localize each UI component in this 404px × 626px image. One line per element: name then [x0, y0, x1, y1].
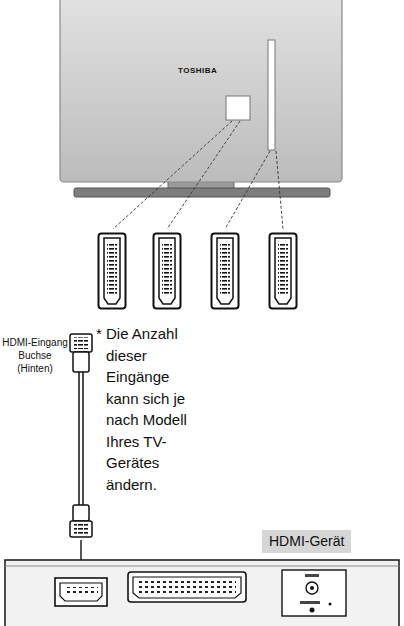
- panel-marking: [305, 574, 319, 577]
- tv-body: [60, 0, 342, 182]
- hdmi-port-icon: [154, 234, 181, 309]
- tv-side-slot: [268, 40, 275, 150]
- plug-body: [73, 505, 89, 521]
- tv-back: TOSHIBA: [60, 0, 342, 182]
- cable-wire: [82, 372, 84, 505]
- hdmi-cable: [70, 334, 92, 574]
- device-panel: [282, 570, 346, 616]
- hdmi-port-icon: [99, 234, 126, 309]
- leader-lines: [113, 121, 283, 229]
- hdmi-port-icon: [212, 234, 239, 309]
- device-name: HDMI-Gerät: [269, 533, 344, 550]
- device-hdmi-pins: [64, 587, 98, 595]
- port-label: HDMI-Eingang Buchse (Hinten): [2, 336, 68, 375]
- panel-jack-center: [310, 586, 314, 590]
- tv-illustration: [60, 0, 342, 197]
- scart-port: [128, 572, 246, 602]
- device-housing: [5, 560, 399, 626]
- panel-screw: [310, 608, 315, 613]
- leader-line: [113, 121, 232, 229]
- panel-jack: [306, 582, 318, 594]
- device-hdmi-socket: [60, 583, 102, 601]
- plug-head: [70, 521, 92, 537]
- tv-port-panel: [226, 96, 250, 120]
- plug-pins: [74, 337, 88, 349]
- plug-head: [70, 334, 92, 352]
- plug-pins: [74, 524, 88, 534]
- cable-wire: [78, 372, 80, 505]
- leader-line: [225, 151, 270, 229]
- scart-pins: [138, 580, 236, 594]
- tv-stand-base: [74, 188, 330, 197]
- device-edge: [5, 566, 399, 567]
- brand-name: TOSHIBA: [178, 66, 217, 76]
- hdmi-port-icon: [270, 234, 297, 309]
- hdmi-device-illustration: [5, 560, 399, 626]
- scart-socket: [133, 577, 241, 598]
- device-hdmi-port: [55, 578, 107, 606]
- panel-dot: [329, 603, 332, 606]
- hdmi-port-icons: [99, 234, 297, 309]
- device-tag: HDMI-Gerät: [262, 530, 351, 553]
- leader-line: [167, 121, 240, 229]
- panel-marking: [300, 601, 320, 604]
- leader-line: [276, 151, 283, 229]
- footnote: * Die Anzahl dieser Eingänge kann sich j…: [96, 323, 190, 495]
- plug-body: [73, 352, 89, 372]
